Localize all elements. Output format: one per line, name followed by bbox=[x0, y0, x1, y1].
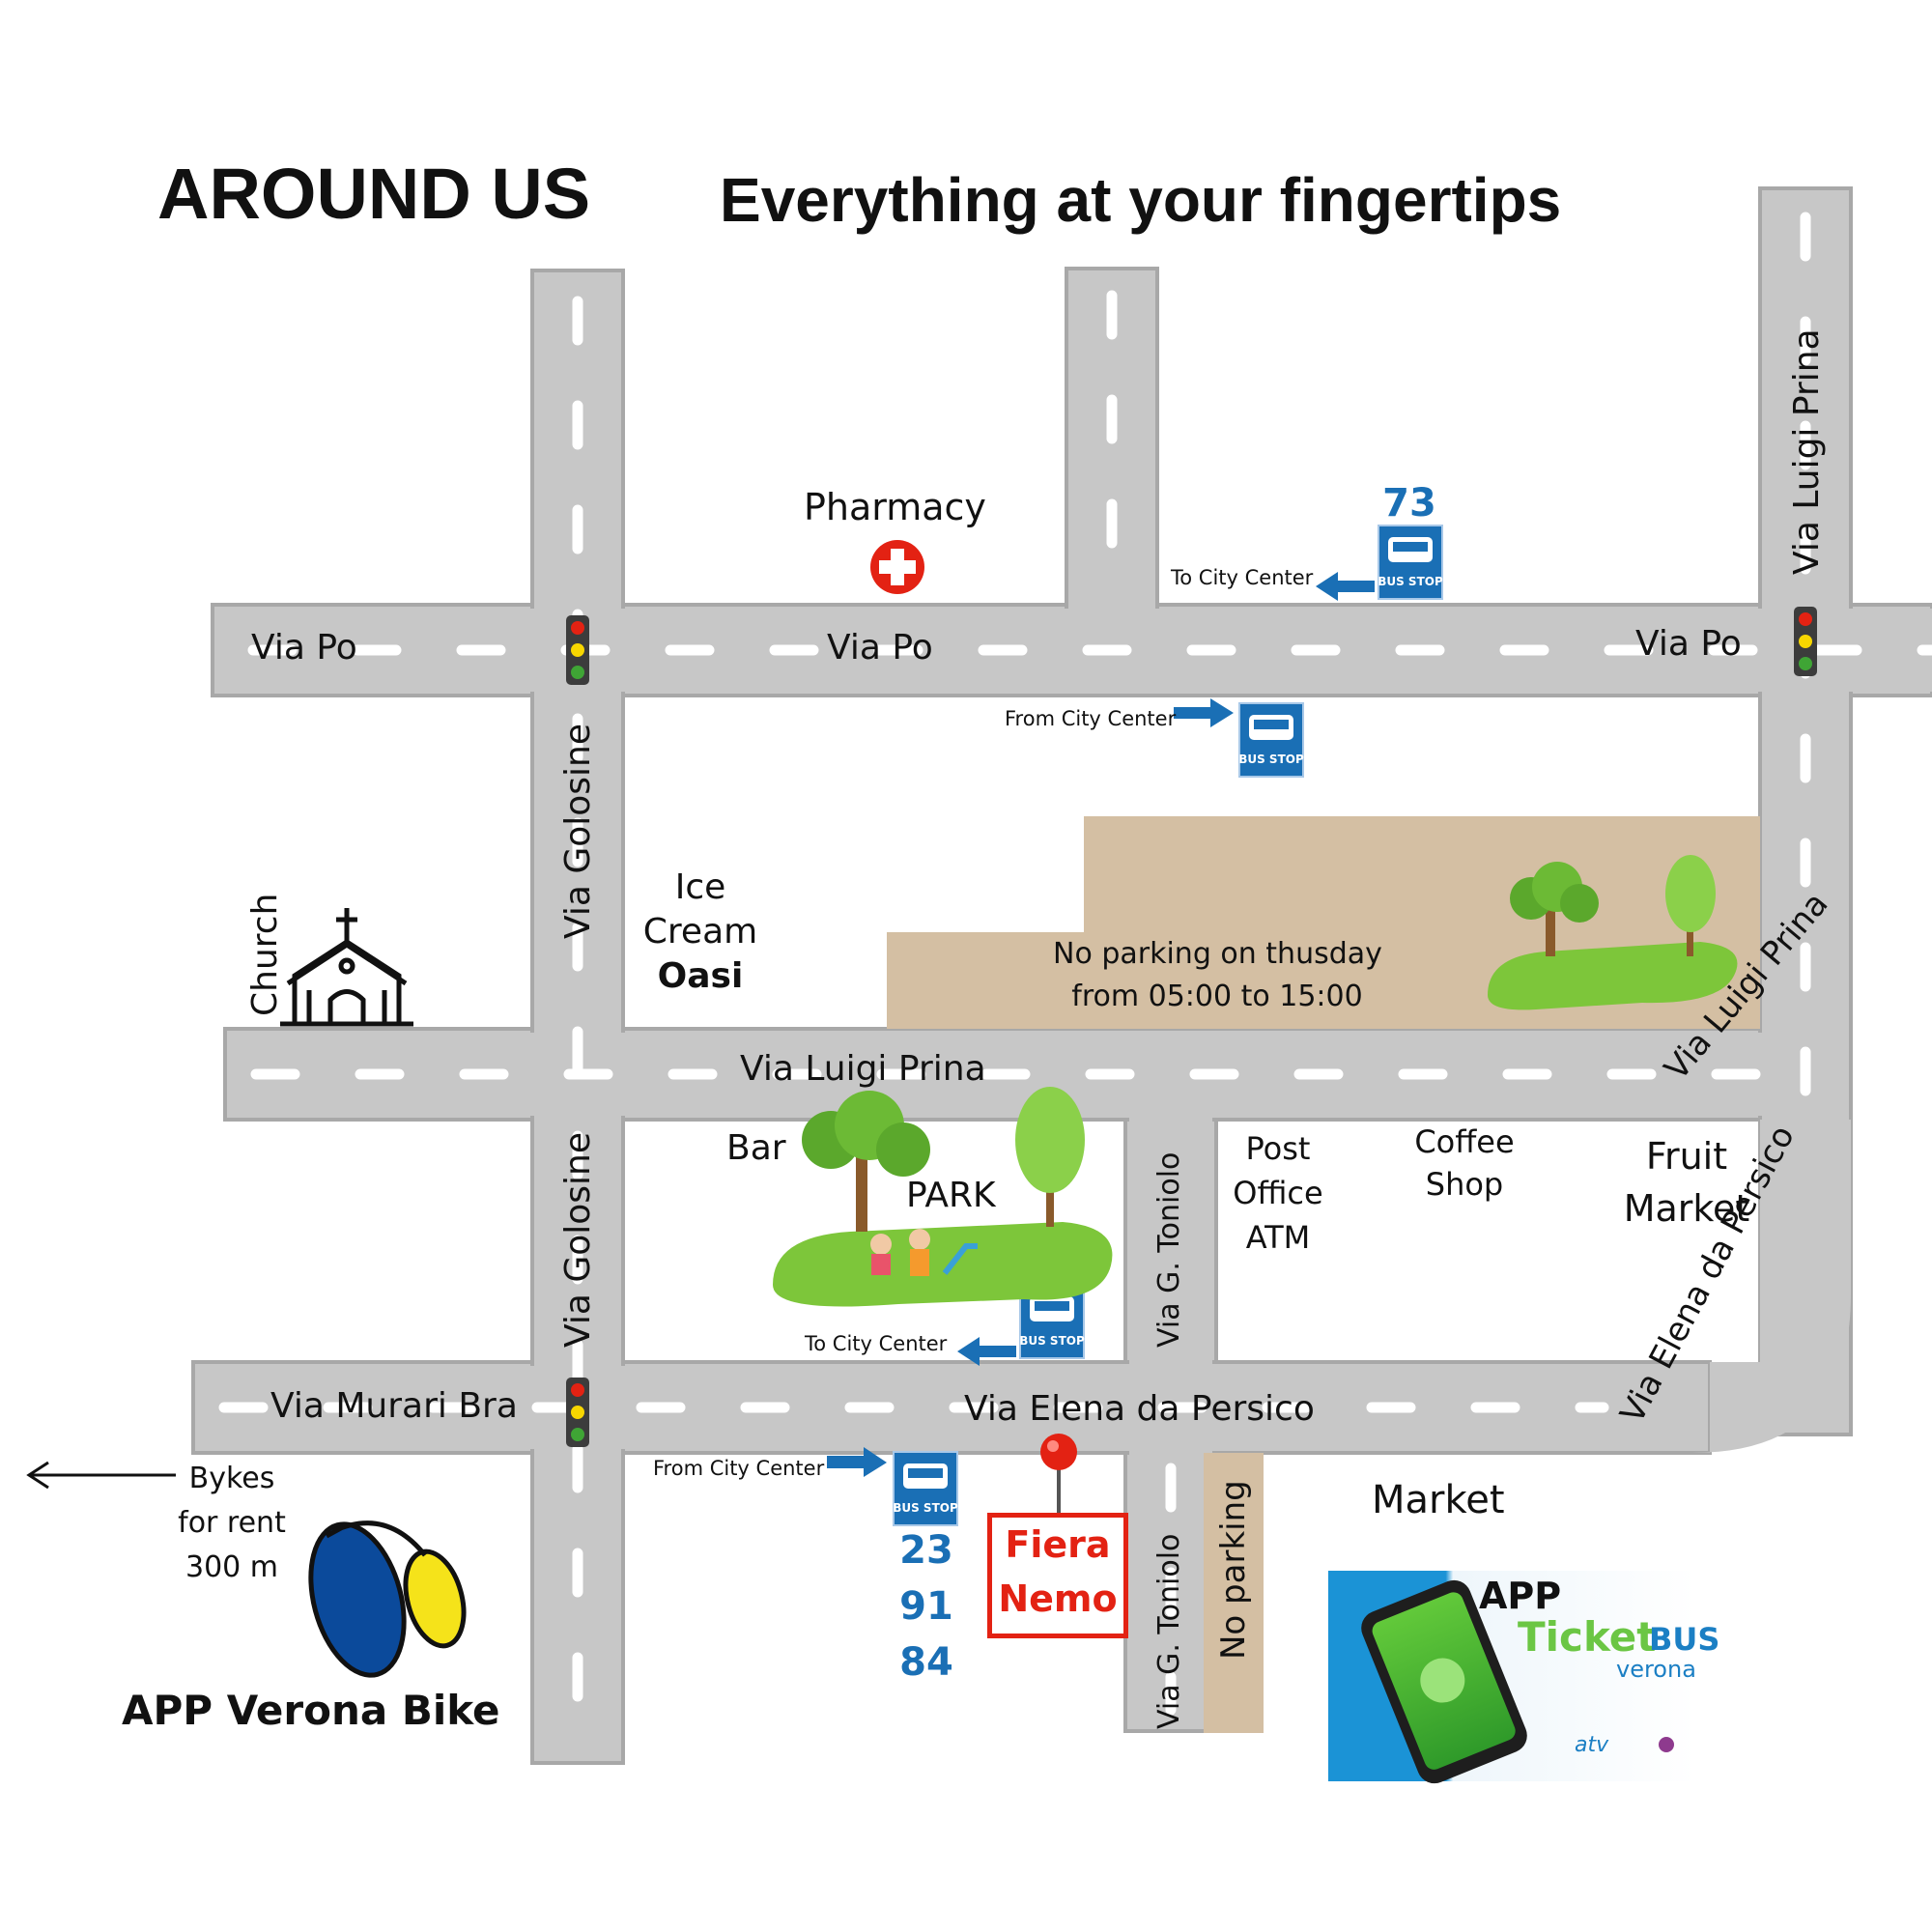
bike-rental-line: 300 m bbox=[185, 1550, 279, 1584]
ice-cream-line: Cream bbox=[642, 912, 758, 952]
fruit-market-line: Fruit bbox=[1645, 1135, 1728, 1178]
place-label-market: Market bbox=[1372, 1478, 1505, 1522]
ticket-app-city: verona bbox=[1616, 1656, 1696, 1683]
fruit-market-line: Market bbox=[1623, 1187, 1750, 1230]
bus-stop-icon: BUS STOP bbox=[893, 1451, 958, 1526]
page-tagline: Everything at your fingertips bbox=[720, 165, 1562, 235]
pharmacy-cross-icon bbox=[870, 540, 924, 594]
bike-rental-note: Bykes for rent 300 m bbox=[174, 1457, 290, 1590]
tree-icon bbox=[1510, 862, 1599, 956]
bus-direction-label: From City Center bbox=[653, 1457, 825, 1480]
post-office-line: Office bbox=[1233, 1175, 1323, 1211]
ticket-bus-app-promo[interactable]: APP Ticket BUS verona atv bbox=[1328, 1571, 1719, 1789]
ticket-app-word: Ticket bbox=[1518, 1613, 1657, 1661]
lane-dashes bbox=[218, 212, 1932, 1745]
post-office-line: Post bbox=[1245, 1130, 1311, 1167]
bus-stop-badge: BUS STOP bbox=[1238, 753, 1304, 766]
verona-bike-app-label[interactable]: APP Verona Bike bbox=[122, 1687, 500, 1734]
traffic-light-icon bbox=[1794, 607, 1817, 676]
no-parking-zone bbox=[1204, 1453, 1264, 1733]
fiera-nemo-sign: Fiera Nemo bbox=[987, 1513, 1128, 1638]
bus-line-number: 91 bbox=[899, 1584, 953, 1629]
ticket-app-label: APP bbox=[1479, 1575, 1562, 1617]
traffic-light-icon bbox=[566, 615, 589, 685]
street-label-via-elena-da-persico: Via Elena da Persico bbox=[964, 1389, 1315, 1429]
no-parking-label: No parking bbox=[1214, 1480, 1253, 1660]
bus-direction-label: To City Center bbox=[805, 1332, 948, 1355]
street-label-via-po: Via Po bbox=[1635, 624, 1742, 664]
arrow-left-icon bbox=[26, 1461, 176, 1490]
tree-icon bbox=[1015, 1087, 1085, 1227]
coffee-shop-line: Shop bbox=[1425, 1166, 1504, 1203]
bus-line-number: 73 bbox=[1382, 481, 1436, 526]
coffee-shop-line: Coffee bbox=[1414, 1123, 1515, 1160]
fiera-nemo-line: Nemo bbox=[998, 1577, 1118, 1620]
street-label-via-luigi-prina: Via Luigi Prina bbox=[1787, 328, 1827, 575]
place-label-fruit-market: Fruit Market bbox=[1618, 1130, 1755, 1235]
arrow-left-icon bbox=[957, 1337, 1016, 1366]
tree-icon bbox=[802, 1091, 930, 1232]
bus-stop-icon: BUS STOP bbox=[1238, 702, 1304, 778]
park-icon bbox=[773, 1087, 1113, 1307]
ice-cream-name: Oasi bbox=[657, 956, 744, 996]
street-label-via-g-toniolo: Via G. Toniolo bbox=[1152, 1151, 1186, 1348]
ticket-app-bus: BUS bbox=[1649, 1621, 1720, 1658]
place-label-pharmacy: Pharmacy bbox=[804, 486, 986, 528]
bike-rental-line: Bykes bbox=[188, 1462, 275, 1495]
bike-rental-line: for rent bbox=[178, 1506, 286, 1540]
place-label-church: Church bbox=[245, 893, 285, 1016]
place-label-post-office: Post Office ATM bbox=[1227, 1126, 1329, 1260]
street-label-via-golosine: Via Golosine bbox=[558, 723, 598, 939]
children-icon bbox=[870, 1229, 930, 1276]
church-icon bbox=[280, 908, 413, 1027]
place-label-ice-cream: Ice Cream Oasi bbox=[641, 866, 759, 999]
bus-line-number: 84 bbox=[899, 1640, 953, 1685]
bus-direction-label: To City Center bbox=[1171, 566, 1314, 589]
bicycle-icon bbox=[308, 1520, 467, 1678]
tree-icon bbox=[1665, 855, 1716, 956]
map-pin-icon bbox=[1040, 1434, 1077, 1513]
place-label-park: PARK bbox=[906, 1176, 996, 1215]
place-label-bar: Bar bbox=[726, 1128, 786, 1168]
no-parking-thursday-notice: No parking on thusday from 05:00 to 15:0… bbox=[1053, 933, 1382, 1018]
bus-stop-badge: BUS STOP bbox=[1378, 575, 1443, 588]
street-label-via-po: Via Po bbox=[827, 628, 933, 668]
post-office-line: ATM bbox=[1245, 1219, 1311, 1256]
bus-stop-icon: BUS STOP bbox=[1378, 525, 1443, 600]
notice-line: from 05:00 to 15:00 bbox=[1071, 980, 1363, 1013]
place-label-coffee-shop: Coffee Shop bbox=[1410, 1121, 1519, 1206]
partner-logo-icon bbox=[1659, 1737, 1674, 1752]
garden-icon bbox=[1488, 855, 1738, 1010]
arrow-right-icon bbox=[827, 1447, 887, 1477]
notice-line: No parking on thusday bbox=[1053, 937, 1382, 971]
bus-stop-badge: BUS STOP bbox=[1019, 1334, 1085, 1348]
page-title: AROUND US bbox=[157, 154, 591, 234]
bus-line-number: 23 bbox=[899, 1528, 953, 1573]
street-label-via-murari-bra: Via Murari Bra bbox=[270, 1386, 518, 1426]
arrow-left-icon bbox=[1316, 572, 1375, 601]
fiera-nemo-line: Fiera bbox=[1005, 1523, 1111, 1566]
street-label-via-luigi-prina: Via Luigi Prina bbox=[740, 1049, 986, 1089]
street-label-via-g-toniolo: Via G. Toniolo bbox=[1152, 1533, 1186, 1729]
arrow-right-icon bbox=[1174, 698, 1234, 727]
atv-logo: atv bbox=[1575, 1733, 1609, 1757]
bus-stop-badge: BUS STOP bbox=[893, 1501, 958, 1515]
ice-cream-line: Ice bbox=[674, 867, 726, 907]
street-label-via-po: Via Po bbox=[251, 628, 357, 668]
traffic-light-icon bbox=[566, 1378, 589, 1447]
street-label-via-golosine: Via Golosine bbox=[558, 1131, 598, 1348]
bus-direction-label: From City Center bbox=[1005, 707, 1177, 730]
